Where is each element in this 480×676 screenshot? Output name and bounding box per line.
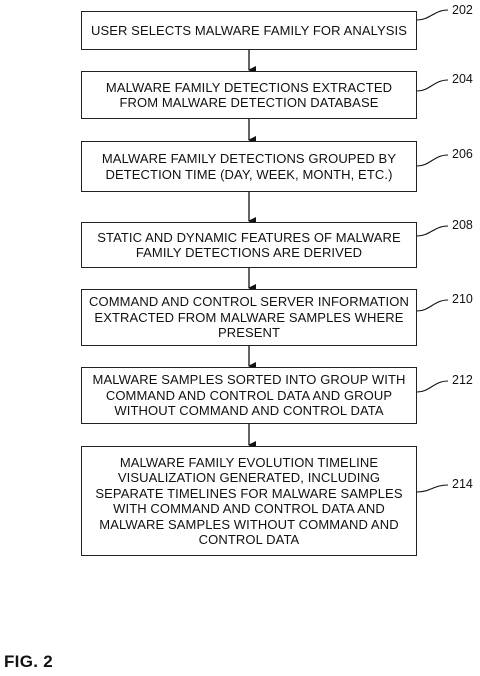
step-206-line-1: MALWARE FAMILY DETECTIONS GROUPED BY [101,151,397,166]
step-204-line-1: MALWARE FAMILY DETECTIONS EXTRACTED [105,79,393,95]
step-212-line-3: WITHOUT COMMAND AND CONTROL DATA [114,403,384,419]
step-214-line-1: MALWARE FAMILY EVOLUTION TIMELINE [119,454,379,470]
leader-210 [416,299,449,312]
step-box-212: MALWARE SAMPLES SORTED INTO GROUP WITH C… [81,367,417,424]
step-212-line-1: MALWARE SAMPLES SORTED INTO GROUP WITH [92,372,406,388]
step-202-line-1: USER SELECTS MALWARE FAMILY FOR ANALYSIS [90,22,408,38]
step-210-line-1: COMMAND AND CONTROL SERVER INFORMATION [89,294,409,310]
step-214-line-2: VISUALIZATION GENERATED, INCLUDING [117,470,381,485]
ref-label-204: 204 [452,72,473,86]
ref-label-210: 210 [452,292,473,306]
ref-label-214: 214 [452,477,473,491]
step-box-202: USER SELECTS MALWARE FAMILY FOR ANALYSIS [81,11,417,50]
step-206-line-2: DETECTION TIME (DAY, WEEK, MONTH, ETC.) [105,166,393,182]
leader-208 [416,225,449,237]
leader-214 [416,484,449,493]
step-box-204: MALWARE FAMILY DETECTIONS EXTRACTED FROM… [81,71,417,119]
step-208-line-2: FAMILY DETECTIONS ARE DERIVED [135,245,363,260]
leader-212 [416,380,449,393]
figure-label: FIG. 2 [4,652,54,671]
step-204-line-2: FROM MALWARE DETECTION DATABASE [119,95,379,110]
step-box-214: MALWARE FAMILY EVOLUTION TIMELINE VISUAL… [81,446,417,556]
step-box-206: MALWARE FAMILY DETECTIONS GROUPED BY DET… [81,141,417,192]
leader-202 [416,9,449,21]
step-214-line-3: SEPARATE TIMELINES FOR MALWARE SAMPLES [95,485,403,501]
ref-label-206: 206 [452,147,473,161]
step-212-line-2: COMMAND AND CONTROL DATA AND GROUP [105,387,393,403]
step-214-line-4: WITH COMMAND AND CONTROL DATA AND [113,501,385,516]
step-208-line-1: STATIC AND DYNAMIC FEATURES OF MALWARE [97,229,401,245]
step-214-line-6: CONTROL DATA [198,532,300,547]
leader-204 [416,79,449,92]
ref-label-208: 208 [452,218,473,232]
step-box-208: STATIC AND DYNAMIC FEATURES OF MALWARE F… [81,222,417,268]
step-210-line-2: EXTRACTED FROM MALWARE SAMPLES WHERE [94,309,404,325]
leader-206 [416,154,449,167]
ref-label-212: 212 [452,373,473,387]
ref-label-202: 202 [452,3,473,17]
step-214-line-5: MALWARE SAMPLES WITHOUT COMMAND AND [99,516,399,532]
step-box-210: COMMAND AND CONTROL SERVER INFORMATION E… [81,289,417,346]
step-210-line-3: PRESENT [217,325,281,341]
